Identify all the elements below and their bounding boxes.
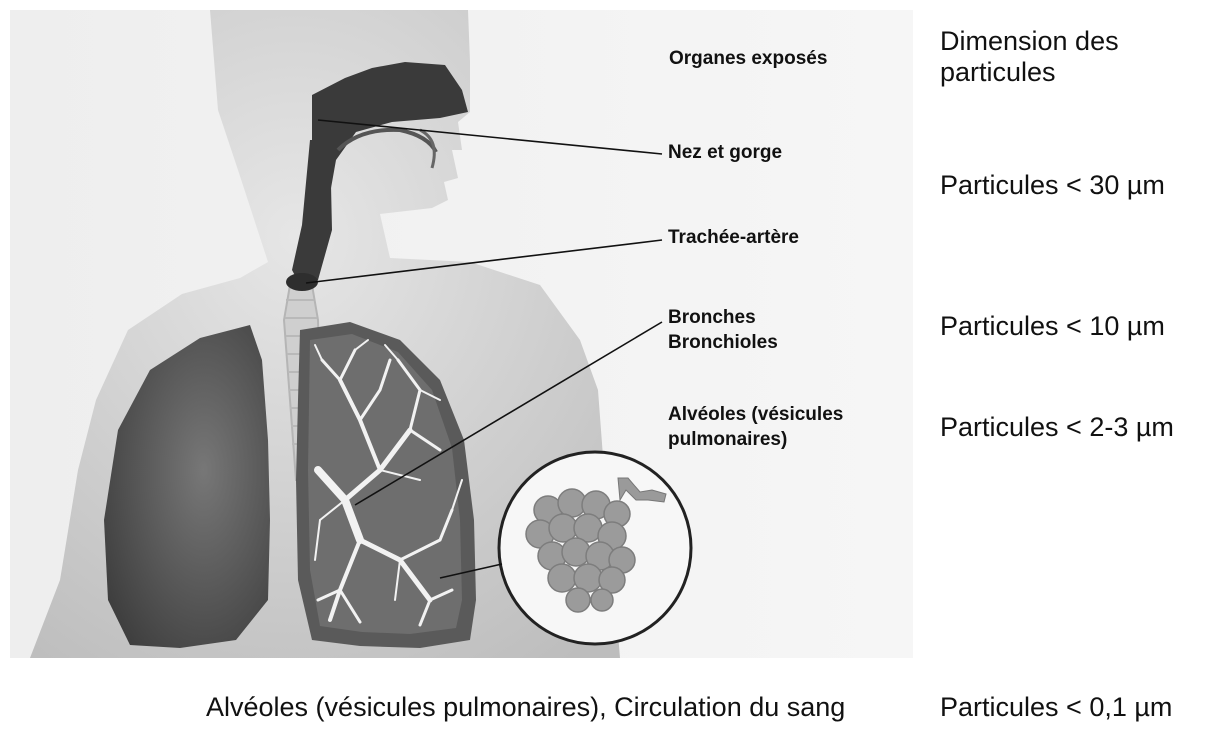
size-nose-throat: Particules < 30 µm (940, 170, 1165, 201)
organs-title: Organes exposés (669, 46, 827, 71)
bottom-size: Particules < 0,1 µm (940, 692, 1172, 723)
label-alveoli-line2: pulmonaires) (668, 427, 843, 452)
bottom-organ: Alvéoles (vésicules pulmonaires), Circul… (206, 692, 845, 723)
size-bronchi: Particules < 10 µm (940, 311, 1165, 342)
label-alveoli-line1: Alvéoles (vésicules (668, 402, 843, 427)
size-alveoli: Particules < 2-3 µm (940, 412, 1174, 443)
label-alveoli: Alvéoles (vésicules pulmonaires) (668, 402, 843, 452)
label-nose-throat-text: Nez et gorge (668, 142, 782, 163)
size-title-line2: particules (940, 57, 1119, 88)
label-trachea: Trachée-artère (668, 225, 799, 250)
size-title-line1: Dimension des (940, 26, 1119, 57)
alveoli-magnifier-icon (499, 452, 691, 644)
label-trachea-text: Trachée-artère (668, 227, 799, 248)
label-bronchi-line1: Bronches (668, 305, 778, 330)
label-bronchi-line2: Bronchioles (668, 330, 778, 355)
label-nose-throat: Nez et gorge (668, 140, 782, 165)
label-bronchi: Bronches Bronchioles (668, 305, 778, 355)
size-title: Dimension des particules (940, 26, 1119, 88)
